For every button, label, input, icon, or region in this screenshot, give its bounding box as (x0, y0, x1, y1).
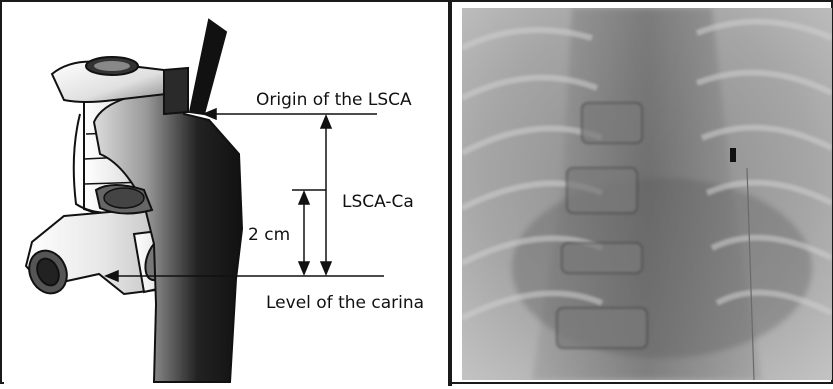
origin-label: Origin of the LSCA (256, 90, 412, 110)
two-cm-label: 2 cm (248, 225, 290, 245)
schematic-panel: Origin of the LSCA LSCA-Ca 2 cm Level of… (4, 4, 448, 384)
chest-xray-image (462, 8, 832, 380)
lsca-shape (190, 20, 226, 114)
aorta-schematic: Origin of the LSCA LSCA-Ca 2 cm Level of… (4, 4, 448, 384)
xray-panel (462, 8, 832, 380)
panel-divider (448, 2, 452, 386)
carina-label: Level of the carina (266, 293, 424, 313)
lsca-ca-label: LSCA-Ca (342, 192, 414, 212)
